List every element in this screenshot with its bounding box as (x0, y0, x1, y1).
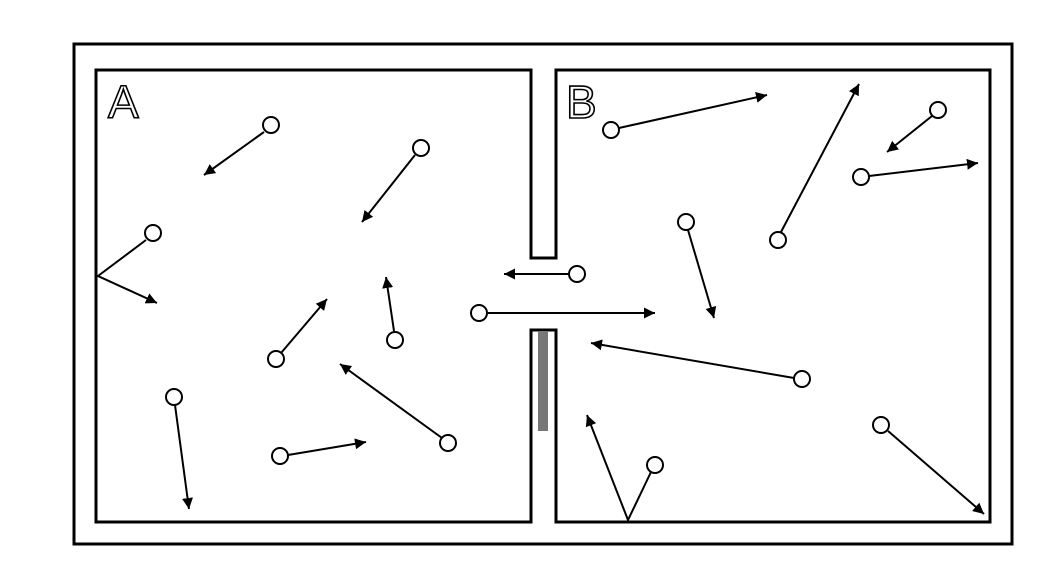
molecules-chamber-b (585, 83, 985, 523)
molecule (96, 224, 162, 304)
molecule (361, 139, 430, 223)
molecule (267, 298, 328, 368)
molecule (852, 158, 979, 186)
molecule (165, 388, 193, 510)
molecule (504, 265, 586, 283)
molecule (339, 363, 457, 452)
chamber-a-label: A (108, 76, 139, 128)
molecule (872, 416, 985, 515)
molecule (382, 276, 404, 349)
molecule (590, 339, 811, 388)
molecules-chamber-a (96, 116, 457, 510)
molecule (677, 213, 717, 319)
chamber-a-wall (94, 68, 992, 524)
molecule (203, 116, 280, 176)
molecule (585, 414, 664, 523)
chamber-b-label: B (566, 76, 597, 128)
molecule (271, 438, 367, 465)
outer-container (72, 42, 1014, 546)
molecule (769, 83, 860, 249)
molecule (602, 92, 768, 139)
molecule (886, 101, 947, 153)
molecule (470, 304, 655, 322)
molecules-gap (470, 265, 655, 322)
gate-door (538, 331, 548, 431)
